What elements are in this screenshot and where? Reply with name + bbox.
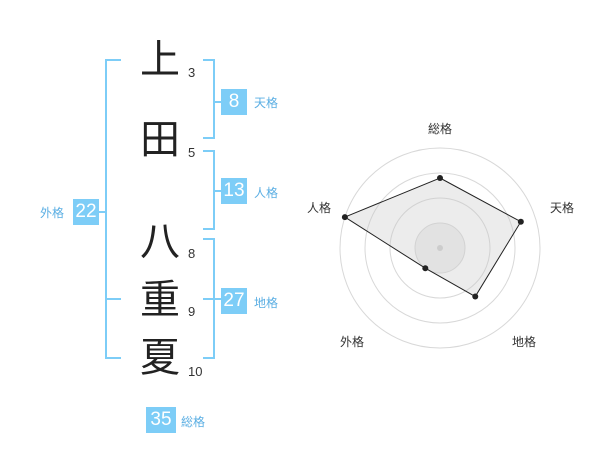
- stroke-count-3: 8: [188, 246, 196, 261]
- gaikaku-connector: [99, 211, 107, 213]
- stroke-count-1: 3: [188, 65, 196, 80]
- radar-point-3: [472, 293, 479, 300]
- radar-center-dot: [437, 245, 443, 251]
- gaikaku-bracket-split: [105, 298, 121, 300]
- stroke-count-5: 10: [188, 364, 203, 379]
- radar-polygon: [343, 177, 522, 298]
- jinkaku-badge: 13: [221, 178, 247, 204]
- chikaku-badge: 27: [221, 288, 247, 314]
- radar-label-chikaku: 地格: [512, 335, 537, 349]
- radar-label-soukaku: 総格: [428, 122, 453, 136]
- name-char-5: 夏: [140, 335, 180, 381]
- radar-point-2: [517, 218, 524, 225]
- radar-point-5: [341, 214, 348, 221]
- jinkaku-connector: [215, 190, 221, 192]
- stroke-count-2: 5: [188, 145, 196, 160]
- tenkaku-bracket: [203, 59, 215, 139]
- name-char-3: 八: [140, 219, 180, 265]
- jinkaku-label: 人格: [254, 186, 279, 200]
- chikaku-bracket-split: [203, 298, 215, 300]
- name-char-2: 田: [140, 117, 180, 163]
- name-char-1: 上: [140, 37, 180, 83]
- name-char-4: 重: [140, 277, 180, 323]
- radar-point-4: [422, 265, 429, 272]
- tenkaku-connector: [215, 101, 221, 103]
- fortune-radar-chart: [339, 147, 541, 349]
- chikaku-connector: [215, 298, 221, 300]
- chikaku-label: 地格: [254, 296, 279, 310]
- gaikaku-badge: 22: [73, 199, 99, 225]
- radar-ring-3: [364, 172, 516, 324]
- soukaku-label: 総格: [181, 415, 206, 429]
- radar-label-jinkaku: 人格: [307, 201, 332, 215]
- gaikaku-bracket: [105, 59, 121, 359]
- stroke-count-4: 9: [188, 304, 196, 319]
- radar-label-tenkaku: 天格: [550, 201, 575, 215]
- radar-point-1: [437, 175, 443, 181]
- soukaku-badge: 35: [146, 407, 176, 433]
- radar-ring-4: [339, 147, 541, 349]
- radar-ring-2: [389, 197, 491, 299]
- radar-label-gaikaku: 外格: [340, 335, 365, 349]
- gaikaku-label: 外格: [40, 206, 65, 220]
- jinkaku-bracket: [203, 150, 215, 230]
- tenkaku-label: 天格: [254, 96, 279, 110]
- tenkaku-badge: 8: [221, 89, 247, 115]
